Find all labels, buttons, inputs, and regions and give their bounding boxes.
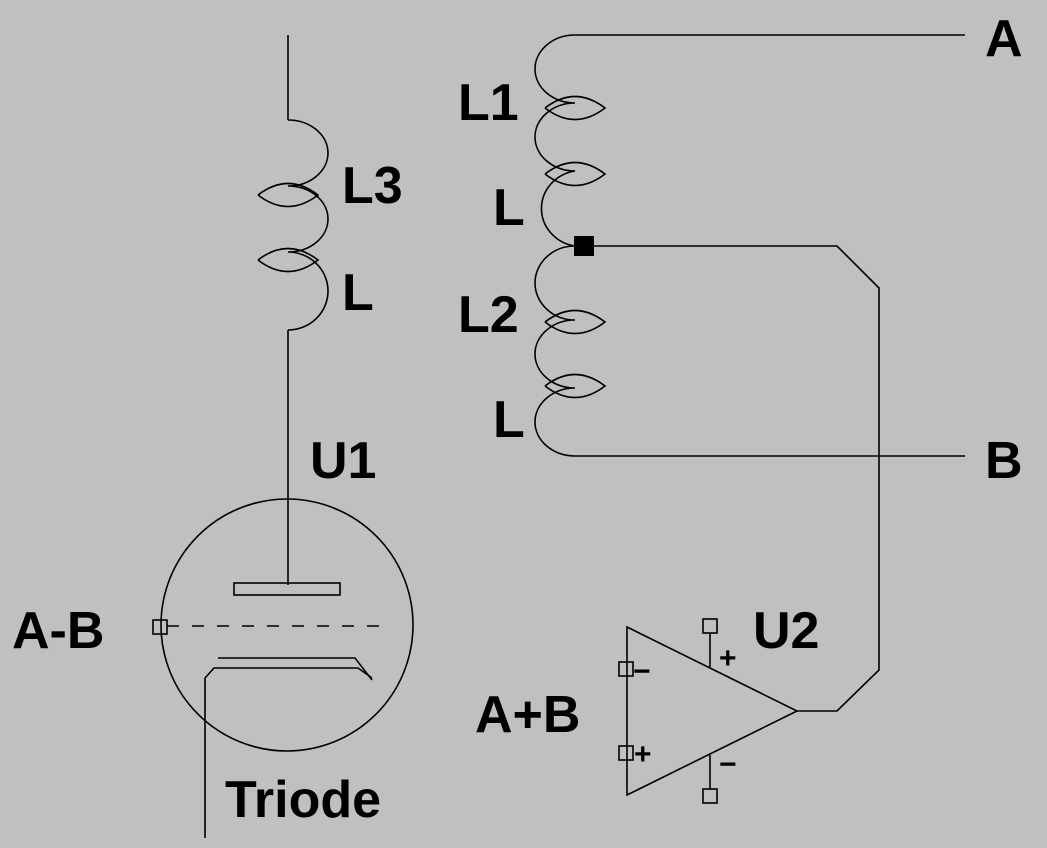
l2-loop-2: [544, 373, 607, 399]
u1-value-label: Triode: [225, 771, 381, 829]
triode-u1[interactable]: [152, 498, 414, 838]
l3-coil: [287, 119, 329, 331]
triode-cathode-emitter: [218, 657, 373, 681]
u2-ref-label: U2: [753, 602, 819, 660]
opamp-supply-neg-pin[interactable]: [702, 788, 718, 804]
l3-value-label: L: [342, 264, 374, 322]
inductor-l3[interactable]: [257, 35, 329, 585]
l2-loop-1: [544, 309, 607, 335]
l1-coil: [534, 34, 576, 247]
net-label-b: B: [985, 432, 1023, 490]
l2-value-label: L: [493, 391, 525, 449]
l1-value-label: L: [493, 179, 525, 237]
l3-ref-label: L3: [342, 157, 403, 215]
u2-value-label: A+B: [475, 686, 580, 744]
opamp-body: [626, 625, 799, 797]
grid-pin[interactable]: [152, 619, 168, 635]
net-label-a: A: [985, 10, 1023, 68]
opamp-noninv-input-pin[interactable]: [618, 745, 634, 761]
inductor-l1[interactable]: [534, 34, 607, 247]
opamp-inv-input-pin[interactable]: [618, 661, 634, 677]
inductor-l2[interactable]: [534, 245, 607, 457]
triode-plate: [233, 582, 341, 596]
triode-cathode: [204, 667, 373, 838]
l2-ref-label: L2: [458, 286, 519, 344]
opamp-supply-neg-sign: −: [719, 748, 737, 781]
opamp-supply-pos-pin[interactable]: [702, 618, 718, 634]
l1-ref-label: L1: [458, 74, 519, 132]
l2-coil: [534, 245, 576, 457]
l3-loop-2: [257, 247, 320, 273]
opamp-noninv-sign: +: [634, 738, 652, 771]
triode-envelope: [160, 498, 414, 752]
u1-ref-label: U1: [310, 432, 376, 490]
net-label-a-minus-b: A-B: [12, 602, 104, 660]
center-tap-junction[interactable]: [574, 236, 594, 256]
l1-loop-1: [544, 95, 607, 121]
opamp-u2[interactable]: [618, 618, 799, 804]
opamp-supply-pos-sign: +: [719, 642, 737, 675]
l3-loop-1: [257, 182, 320, 208]
opamp-inv-sign: −: [633, 655, 651, 688]
l1-loop-2: [544, 161, 607, 187]
center-tap-to-opamp-wire: [594, 245, 880, 712]
